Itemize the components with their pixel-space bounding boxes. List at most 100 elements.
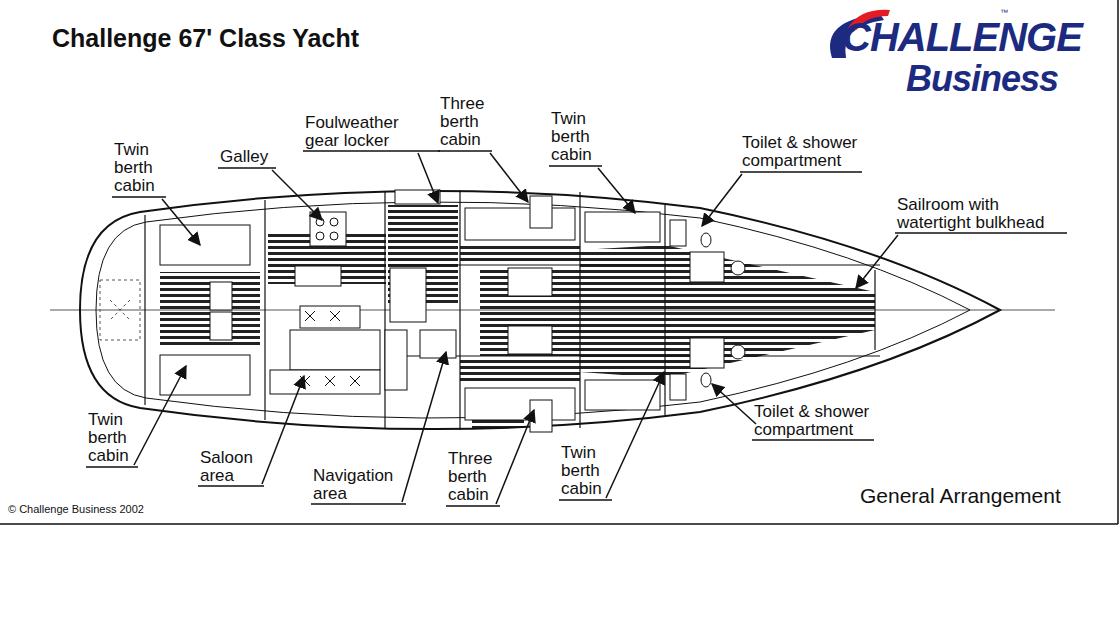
saloon-seating <box>270 268 456 394</box>
leader-arrows <box>712 384 756 424</box>
label-underlines <box>559 499 612 500</box>
leader-arrows <box>418 153 438 203</box>
stern-gear <box>100 280 140 340</box>
leader-arrows <box>490 153 528 202</box>
berths <box>465 208 575 240</box>
heads <box>701 373 711 387</box>
part-label: Three berth cabin <box>448 450 503 504</box>
saloon-seating <box>420 330 456 358</box>
saloon-seating <box>290 330 380 370</box>
berths <box>210 282 232 310</box>
part-label: Foulweather gear locker <box>305 114 413 150</box>
galley <box>316 218 324 226</box>
leader-arrows <box>402 352 446 502</box>
label-underlines <box>198 485 264 486</box>
part-label: Toilet & shower compartment <box>742 134 882 170</box>
diagram-title: Challenge 67' Class Yacht <box>52 24 359 53</box>
deck-floor <box>160 205 875 428</box>
deck-floor <box>480 268 580 356</box>
berths <box>585 212 660 242</box>
heads <box>670 374 686 400</box>
leader-arrows <box>134 153 898 504</box>
berths <box>210 312 232 340</box>
leader-arrows <box>598 168 635 213</box>
saloon-seating <box>305 311 340 321</box>
label-underlines <box>218 167 276 168</box>
part-label: Toilet & shower compartment <box>754 403 894 439</box>
part-label: Twin berth cabin <box>561 444 616 498</box>
berths <box>530 196 552 228</box>
frame <box>0 523 1118 525</box>
hull-outline <box>50 310 1055 311</box>
part-label: Galley <box>220 148 268 166</box>
part-label: Twin berth cabin <box>88 411 140 465</box>
heads <box>731 345 745 359</box>
bulkheads <box>388 264 880 265</box>
saloon-seating <box>270 370 380 394</box>
bulkheads <box>145 190 880 430</box>
label-underlines <box>303 150 440 151</box>
heads <box>731 261 745 275</box>
logo-word: Business <box>906 60 1058 98</box>
leader-arrows <box>272 170 322 220</box>
leader-arrows <box>262 376 304 484</box>
heads <box>701 233 711 247</box>
leader-arrows <box>496 410 534 504</box>
part-label: Navigation area <box>313 467 409 503</box>
berths <box>160 196 660 432</box>
berths <box>160 225 250 265</box>
stern-gear <box>110 300 130 320</box>
label-underlines <box>446 505 500 506</box>
leader-arrows <box>606 372 664 498</box>
hull-outline <box>96 202 970 418</box>
part-label: Twin berth cabin <box>551 110 606 164</box>
heads <box>670 220 686 246</box>
stern-gear <box>110 300 130 320</box>
label-underlines <box>438 150 492 151</box>
label-underlines <box>895 232 1067 233</box>
bulkheads <box>664 205 665 415</box>
bulkheads <box>264 200 265 420</box>
label-underlines <box>740 171 862 172</box>
diagram-caption: General Arrangement <box>860 484 1061 508</box>
hull-outline <box>80 191 1000 429</box>
galley <box>316 232 324 240</box>
deck-floor <box>460 358 580 384</box>
saloon-seating <box>385 330 407 390</box>
saloon-seating <box>300 376 360 386</box>
berths <box>508 326 552 354</box>
bulkheads <box>144 215 145 405</box>
galley <box>330 218 338 226</box>
stern-gear <box>100 280 140 340</box>
logo-word: CHALLENGE <box>842 16 1082 58</box>
deck-floor <box>460 245 580 263</box>
leader-arrows <box>702 174 742 226</box>
berths <box>530 400 552 432</box>
galley <box>310 212 346 246</box>
bulkheads <box>459 190 460 430</box>
label-underlines <box>86 466 138 467</box>
bulkheads <box>579 192 580 428</box>
galley <box>295 266 341 286</box>
galley <box>330 232 338 240</box>
saloon-seating <box>300 306 360 328</box>
part-label: Saloon area <box>200 449 262 485</box>
label-underlines <box>311 503 406 504</box>
saloon-seating <box>390 268 426 322</box>
label-underlines <box>752 439 874 440</box>
part-label: Sailroom with watertight bulkhead <box>897 196 1072 232</box>
berths <box>465 388 575 420</box>
leader-arrows <box>134 366 186 465</box>
bulkheads <box>384 192 385 428</box>
part-label: Twin berth cabin <box>114 141 166 195</box>
leader-arrows <box>856 235 898 288</box>
label-underlines <box>549 165 602 166</box>
frame <box>0 0 1118 524</box>
heads <box>690 338 724 368</box>
part-label: Three berth cabin <box>440 95 495 149</box>
bulkheads <box>388 355 880 356</box>
heads <box>690 252 724 282</box>
berths <box>508 268 552 296</box>
heads <box>670 220 745 400</box>
